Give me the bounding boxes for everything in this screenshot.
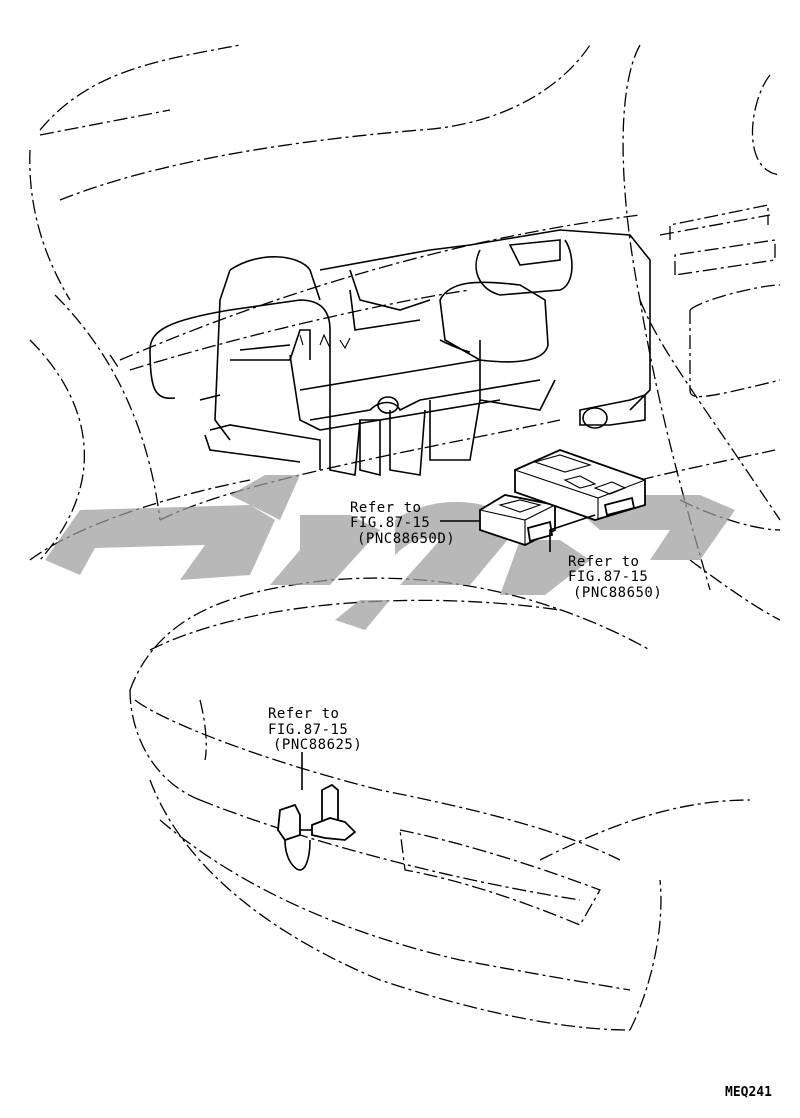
- callout-88650d-label: Refer to FIG.87-15 (PNC88650D): [350, 500, 455, 547]
- callout-line3: (PNC88650): [573, 585, 662, 601]
- callout-88650-label: Refer to FIG.87-15 (PNC88650): [568, 554, 662, 601]
- callout-line2: FIG.87-15: [350, 515, 430, 531]
- callout-line1: Refer to: [568, 554, 639, 570]
- component-88625[interactable]: [277, 783, 357, 871]
- vehicle-body-outline: [29, 44, 781, 1031]
- callout-line2: FIG.87-15: [568, 569, 648, 585]
- callout-line3: (PNC88625): [273, 737, 362, 753]
- callout-line3: (PNC88650D): [357, 531, 455, 547]
- callout-line1: Refer to: [268, 706, 339, 722]
- heater-unit-assembly: [149, 229, 651, 477]
- component-88650d[interactable]: [479, 494, 556, 546]
- figure-code: MEQ241: [725, 1085, 772, 1100]
- component-88650[interactable]: [514, 449, 646, 521]
- callout-88625-label: Refer to FIG.87-15 (PNC88625): [268, 706, 362, 753]
- callout-line2: FIG.87-15: [268, 722, 348, 738]
- callout-line1: Refer to: [350, 500, 421, 516]
- leader-lines: [301, 514, 596, 790]
